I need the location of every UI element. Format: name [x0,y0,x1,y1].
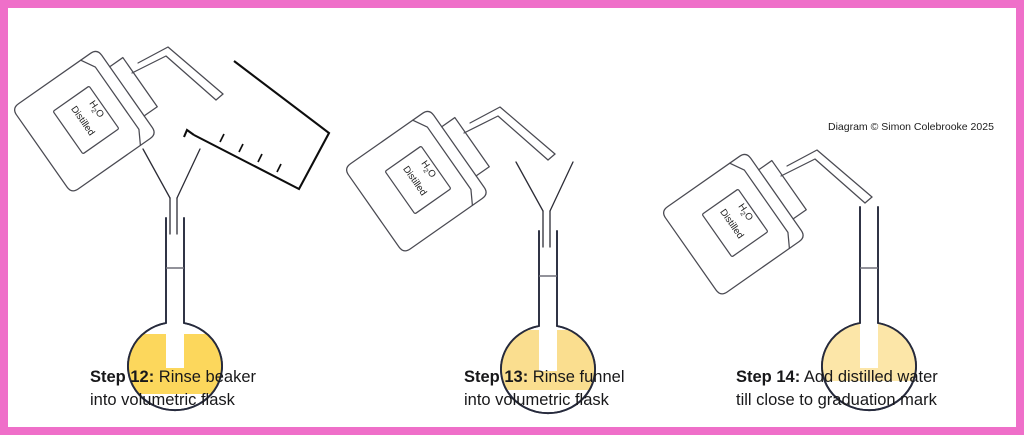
flask-bulb-overlay [821,322,917,412]
bottle-label [702,189,768,257]
nozzle-tip [215,93,224,101]
nozzle-inner-tube [131,55,217,101]
nozzle-outer-tube [786,149,873,198]
bottle-cap [441,116,490,177]
flask-bulb-overlay [127,322,223,412]
step-14-caption-line2: till close to graduation mark [736,391,938,409]
bottle-shoulder-band [80,59,142,147]
wash-bottle: Distilled H2O [346,110,490,252]
bottle-nozzle [131,46,224,101]
beaker-body [193,60,331,191]
bottle-body [663,153,804,295]
beaker [183,60,331,191]
step-12-illustration: Distilled H2O [14,46,331,412]
nozzle-inner-tube [780,158,866,204]
funnel-cone-left [142,148,171,199]
nozzle-tip [864,196,873,204]
beaker-tick [238,143,244,153]
bottle-body [14,50,155,192]
bottle-cap [109,56,158,117]
step-14-illustration: Distilled H2O [663,149,938,412]
step-12-caption-line1: Step 12: Rinse beaker [90,368,257,386]
nozzle-tip [547,153,556,161]
beaker-tick [276,163,282,173]
copyright-notice: Diagram © Simon Colebrooke 2025 [828,121,994,133]
funnel-cone-right [176,148,201,199]
beaker-tick [257,153,263,163]
step-12-caption-line2: into volumetric flask [90,391,236,409]
beaker-tick [219,133,225,143]
funnel-cone-right [549,161,574,212]
bottle-label [53,86,119,154]
step-14-caption-line1: Step 14: Add distilled water [736,368,938,386]
bottle-nozzle [463,106,556,161]
funnel-cone-left [515,161,544,212]
nozzle-outer-tube [469,106,556,155]
wash-bottle: Distilled H2O [14,50,158,192]
bottle-nozzle [780,149,873,204]
wash-bottle: Distilled H2O [663,153,807,295]
nozzle-outer-tube [137,46,224,95]
step-13-illustration: Distilled H2O [346,106,625,415]
bottle-shoulder-band [729,162,791,250]
bottle-shoulder-band [412,119,474,207]
beaker-spout [183,128,195,138]
diagram-canvas: Distilled H2O [14,46,994,415]
bottle-label [385,146,451,214]
bottle-body [346,110,487,252]
flask-bulb-overlay [500,325,596,415]
step-13-caption-line1: Step 13: Rinse funnel [464,368,625,386]
nozzle-inner-tube [463,115,549,161]
step-13-caption-line2: into volumetric flask [464,391,610,409]
beaker-graduations [219,133,282,173]
bottle-cap [758,159,807,220]
